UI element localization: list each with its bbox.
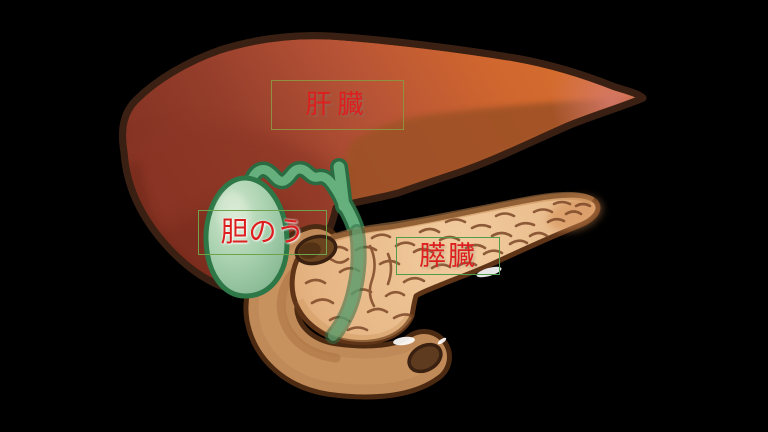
common-bile-duct-lower	[325, 224, 367, 344]
gallbladder-body	[203, 175, 290, 299]
gallbladder-label-text: 胆のう	[220, 216, 305, 248]
pancreas-label-box: 膵臓	[396, 237, 500, 275]
pancreas-bottom-shade	[296, 298, 413, 343]
liver-label-text: 肝臓	[305, 90, 370, 119]
cystic-duct	[245, 164, 349, 212]
pancreas-top-shade	[303, 191, 595, 254]
gallbladder-label-box: 胆のう	[198, 210, 327, 255]
gallbladder-shape	[203, 175, 290, 299]
liver-label-box: 肝臓	[271, 80, 404, 130]
duodenum-opening-bottom	[407, 342, 443, 374]
pancreas-glint-bottom	[393, 336, 415, 346]
pancreas-texture	[304, 200, 592, 332]
cbd-lower	[328, 227, 364, 341]
liver-tip-highlight	[552, 40, 643, 160]
pancreas-label-text: 膵臓	[419, 240, 477, 271]
gallbladder-highlight	[217, 191, 251, 241]
duodenum-glint	[437, 337, 447, 345]
pancreas-shape	[289, 191, 603, 346]
